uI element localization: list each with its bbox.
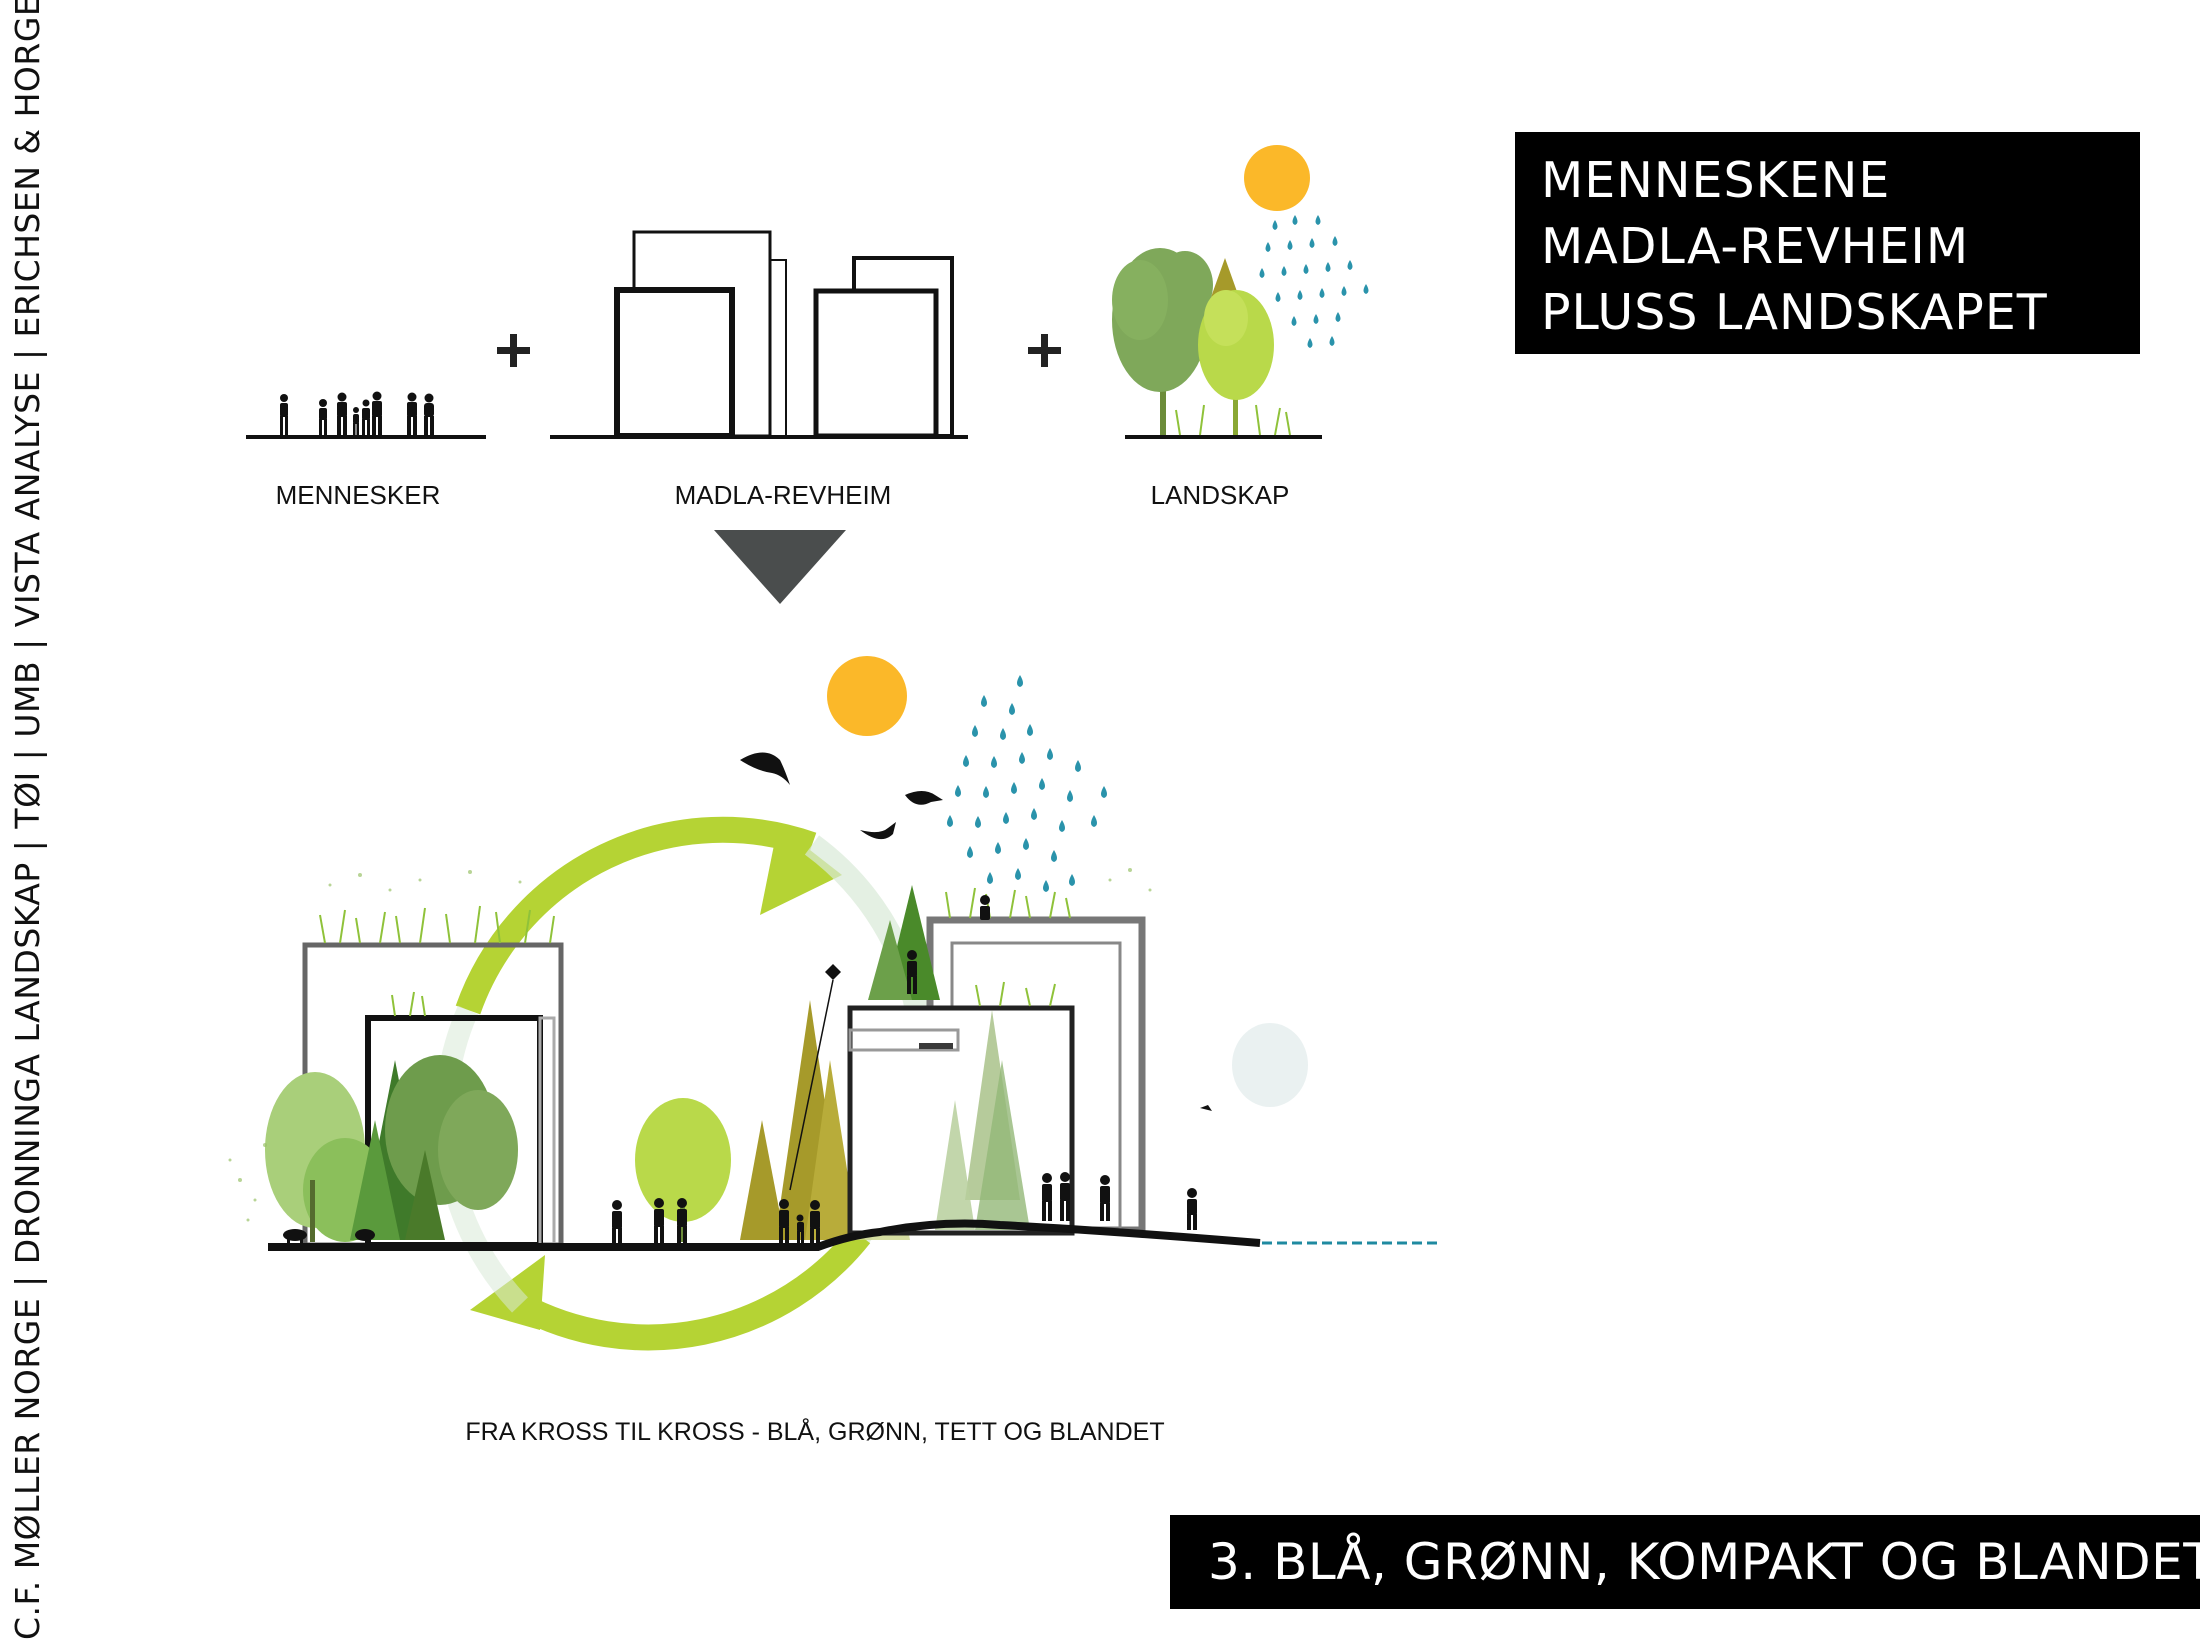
speckles	[228, 868, 1152, 1222]
rain-icon	[1259, 215, 1369, 348]
roof-grass-right	[945, 887, 1071, 1007]
label-people: MENNESKER	[275, 480, 441, 510]
title-line-2: MADLA-REVHEIM	[1541, 218, 1970, 275]
title-line-1: MENNESKENE	[1541, 152, 1891, 209]
left-trees	[265, 1055, 518, 1242]
label-city: MADLA-REVHEIM	[674, 480, 892, 510]
diagram-caption: FRA KROSS TIL KROSS - BLÅ, GRØNN, TETT O…	[465, 1418, 1165, 1446]
cycle-arrow-head-top	[760, 825, 842, 915]
label-landscape: LANDSKAP	[1150, 480, 1290, 510]
plus-sign-1	[497, 334, 530, 367]
kite-icon	[825, 964, 841, 980]
title-line-3: PLUSS LANDSKAPET	[1541, 284, 2048, 341]
right-trees	[868, 885, 1030, 1230]
plus-sign-2	[1028, 334, 1061, 367]
footer-box: 3. BLÅ, GRØNN, KOMPAKT OG BLANDET	[1170, 1515, 2200, 1609]
buildings-icon	[550, 230, 968, 439]
people-icon	[246, 391, 486, 439]
down-arrow-icon	[714, 530, 846, 604]
sun-icon	[1244, 145, 1310, 211]
roof-grass-left	[319, 905, 555, 1017]
ground-line	[268, 1219, 1261, 1251]
landscape-icon	[1112, 145, 1369, 439]
sun-icon	[827, 656, 907, 736]
people-silhouettes	[283, 895, 1197, 1246]
title-box: MENNESKENE MADLA-REVHEIM PLUSS LANDSKAPE…	[1515, 132, 2140, 354]
rain-icon	[947, 675, 1107, 892]
mist-cloud	[1232, 1023, 1308, 1107]
